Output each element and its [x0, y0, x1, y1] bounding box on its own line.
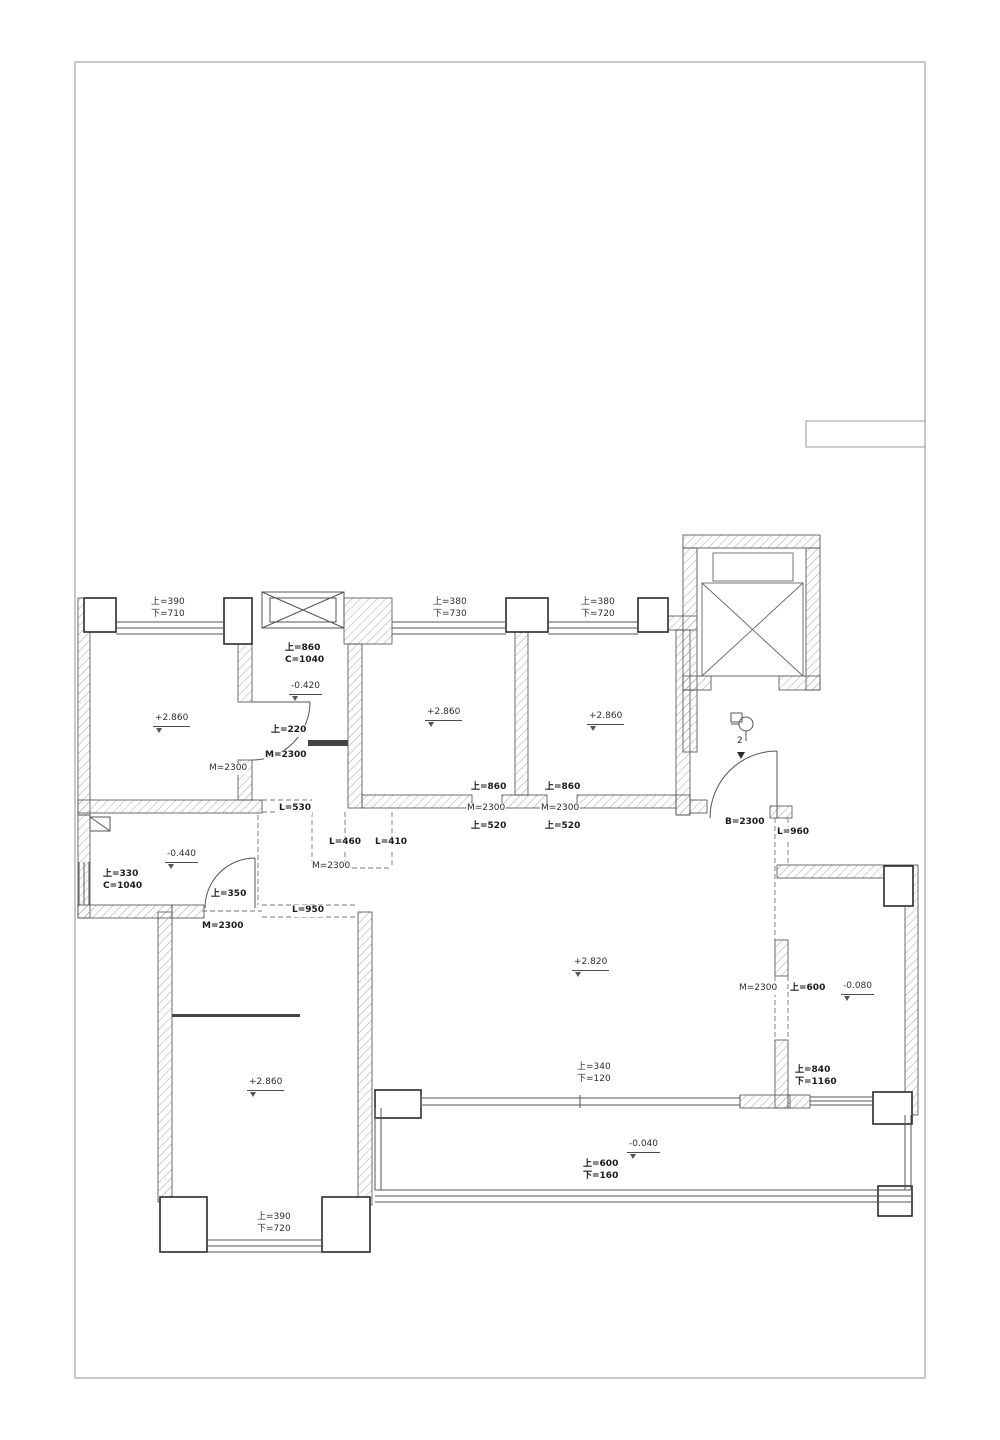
dim-window-top-mid: 上=380 下=730 — [432, 597, 468, 621]
level-value: -0.040 — [627, 1139, 661, 1153]
sliding-door-track — [420, 1095, 741, 1108]
level-value: +2.860 — [247, 1077, 285, 1091]
level-triangle-icon — [168, 863, 174, 869]
dim-door-bed1-height: 上=220 — [270, 725, 308, 737]
dim-door-bed3-m: M=2300 — [540, 803, 581, 815]
dim-bath-m2300: M=2300 — [201, 921, 245, 933]
level-triangle-icon — [292, 695, 298, 701]
level-value: -0.080 — [841, 981, 875, 995]
dim-opening-l460: L=460 — [328, 837, 363, 849]
level-marker-bath: -0.440 — [164, 849, 199, 869]
level-marker-bed3: +2.860 — [586, 711, 625, 731]
door-number-label: 2 — [736, 736, 744, 748]
level-triangle-icon — [844, 995, 850, 1001]
level-value: +2.820 — [572, 957, 610, 971]
door-arcs — [204, 701, 778, 909]
level-triangle-icon — [630, 1153, 636, 1159]
level-triangle-icon — [575, 971, 581, 977]
level-value: -0.420 — [289, 681, 323, 695]
fixture-symbol — [730, 712, 754, 741]
level-triangle-icon — [250, 1091, 256, 1097]
level-marker-bed2: +2.860 — [424, 707, 463, 727]
dim-window-bottom: 上=390 下=720 — [256, 1212, 292, 1236]
dim-opening-m2300: M=2300 — [311, 861, 352, 873]
balcony-railing — [374, 1108, 912, 1203]
dim-bath-window: 上=330 C=1040 — [102, 869, 144, 893]
door-number-triangle-icon — [737, 752, 745, 759]
dim-opening-l410: L=410 — [374, 837, 409, 849]
level-value: +2.860 — [587, 711, 625, 725]
dim-door-bed2-m: M=2300 — [466, 803, 507, 815]
dim-slider-spec: 上=340 下=120 — [576, 1062, 612, 1086]
dim-entry-l960: L=960 — [776, 827, 811, 839]
dim-dining-m2300: M=2300 — [738, 983, 779, 995]
dim-dining-window: 上=840 下=1160 — [794, 1065, 838, 1089]
dim-door-bed1-m2: M=2300 — [264, 750, 308, 762]
dim-entry-b2300: B=2300 — [724, 817, 766, 829]
level-marker-bed1: +2.860 — [152, 713, 191, 733]
dim-door-bed3-up: 上=860 — [544, 782, 582, 794]
site-boundary — [74, 61, 926, 1379]
level-triangle-icon — [428, 721, 434, 727]
dim-door-bed1-m1: M=2300 — [208, 763, 249, 775]
piers-group — [83, 597, 914, 1253]
level-value: +2.860 — [425, 707, 463, 721]
dim-door-bed3-sill: 上=520 — [544, 821, 582, 833]
level-triangle-icon — [156, 727, 162, 733]
level-triangle-icon — [590, 725, 596, 731]
dim-window-top-left: 上=390 下=710 — [150, 597, 186, 621]
elevator-symbol — [696, 547, 807, 677]
dim-bath-l950: L=950 — [291, 905, 326, 917]
dim-opening-l530: L=530 — [278, 803, 313, 815]
level-marker-bed4: +2.860 — [246, 1077, 285, 1097]
dim-dining-up600: 上=600 — [789, 983, 827, 995]
dim-window-top-right: 上=380 下=720 — [580, 597, 616, 621]
dim-balcony-spec: 上=600 下=160 — [582, 1159, 620, 1183]
level-value: +2.860 — [153, 713, 191, 727]
dim-door-bed2-up: 上=860 — [470, 782, 508, 794]
bathroom-duct — [89, 816, 111, 832]
stub-walls — [172, 740, 348, 1017]
dashed-openings — [202, 799, 789, 1040]
level-marker-hall: -0.420 — [288, 681, 323, 701]
flue-box — [261, 591, 345, 629]
level-value: -0.440 — [165, 849, 199, 863]
level-marker-dining: -0.080 — [840, 981, 875, 1001]
windows-group — [78, 621, 873, 1253]
level-marker-balcony: -0.040 — [626, 1139, 661, 1159]
dim-door-bed2-sill: 上=520 — [470, 821, 508, 833]
dim-flue-spec: 上=860 C=1040 — [284, 643, 326, 667]
level-marker-living: +2.820 — [571, 957, 610, 977]
dim-bath-door-up: 上=350 — [210, 889, 248, 901]
